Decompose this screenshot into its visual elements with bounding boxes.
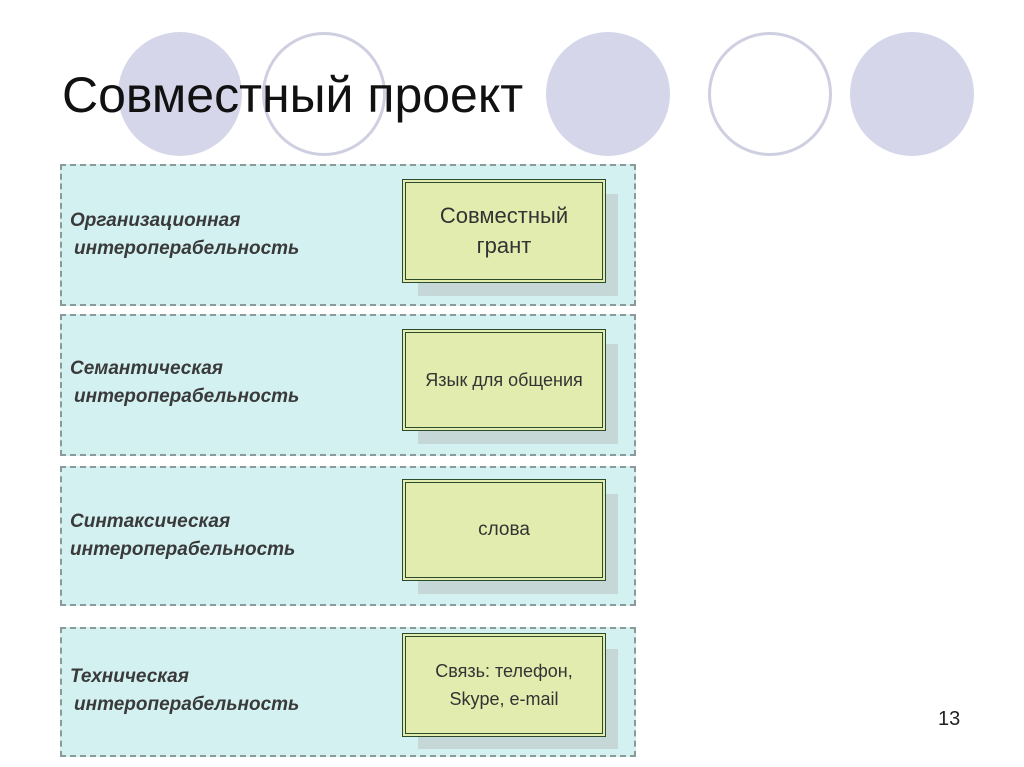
box-line1: Язык для общения [425,370,583,390]
layer-box: Связь: телефон, Skype, e-mail [402,633,606,737]
decor-circle-3 [546,32,670,156]
box-line1: слова [478,519,530,540]
box-line1: Совместный [439,203,569,228]
layer-label-line1: Синтаксическая [70,511,231,532]
decor-circle-1 [118,32,242,156]
layer-label-line1: Организационная [70,210,241,231]
layer-label-line2: интероперабельность [74,386,300,407]
slide-title: Совместный проект [62,67,524,123]
layer-label: Техническая интероперабельность [70,663,299,719]
layer-organizational: Организационная интероперабельность Совм… [60,164,636,306]
layer-label-line2: интероперабельность [70,539,296,560]
box-line2: Skype, e-mail [449,689,559,709]
decor-circle-2 [262,32,386,156]
page-number: 13 [938,708,961,730]
layer-box: слова [402,479,606,581]
layer-label: Организационная интероперабельность [70,207,299,263]
decor-circle-5 [850,32,974,156]
layer-label: Семантическая интероперабельность [70,355,299,411]
layer-label-line2: интероперабельность [74,694,300,715]
decor-circle-4 [708,32,832,156]
layer-box: Совместный грант [402,179,606,283]
layer-label-line1: Семантическая [70,358,223,379]
layer-label-line1: Техническая [70,666,189,687]
layer-technical: Техническая интероперабельность Связь: т… [60,627,636,757]
layer-label-line2: интероперабельность [74,238,300,259]
layer-box: Язык для общения [402,329,606,431]
box-line1: Связь: телефон, [435,661,573,681]
layer-semantic: Семантическая интероперабельность Язык д… [60,314,636,456]
layer-label: Синтаксическая интероперабельность [70,508,295,564]
layer-syntactic: Синтаксическая интероперабельность слова [60,466,636,606]
box-line2: грант [476,233,532,258]
